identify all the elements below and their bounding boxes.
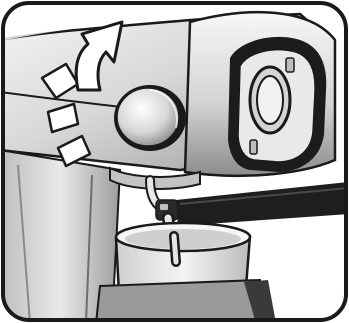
steam-knob: [114, 85, 186, 151]
drip-tray: [96, 280, 276, 323]
machine-head: [185, 12, 335, 176]
